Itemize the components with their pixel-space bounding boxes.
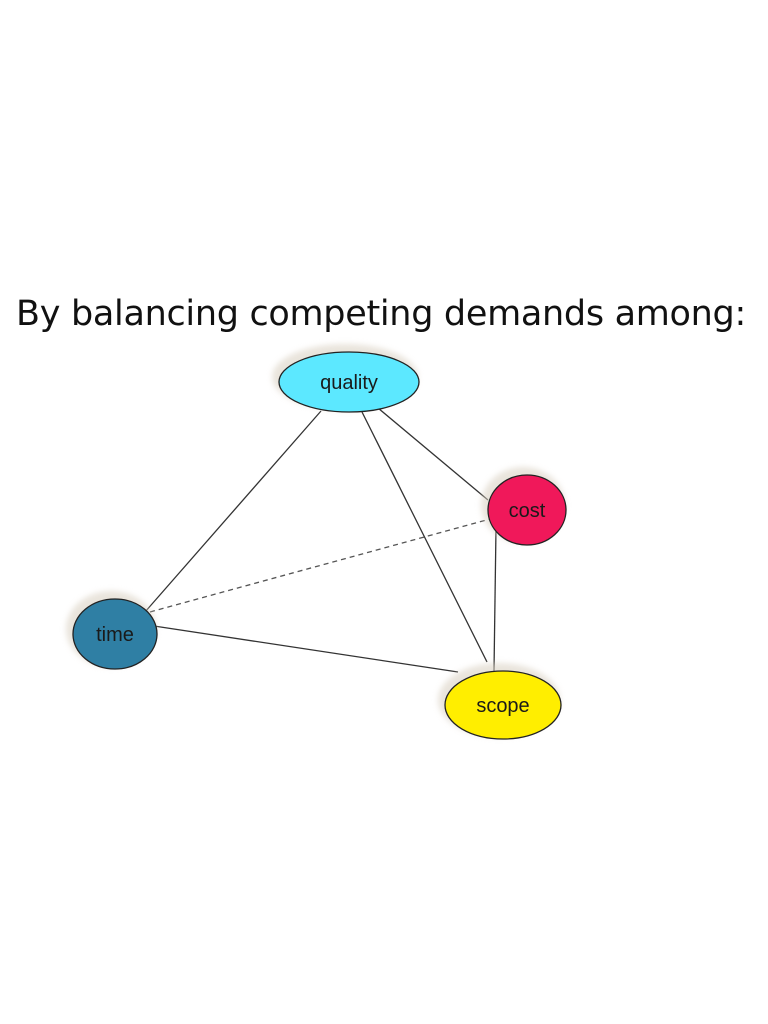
node-time: time (66, 591, 158, 670)
node-quality-ellipse (278, 351, 420, 413)
slide-title: By balancing competing demands among: (16, 294, 746, 334)
edge-quality-scope (361, 411, 488, 663)
node-time-label: time (96, 624, 134, 646)
node-cost: cost (481, 467, 567, 546)
node-time-ellipse (72, 598, 158, 670)
edge-quality-cost (377, 407, 489, 501)
node-scope-ellipse (444, 670, 562, 740)
node-scope-label: scope (476, 695, 529, 717)
edges-layer (144, 407, 497, 673)
edge-time-cost (149, 518, 491, 613)
edge-quality-time (144, 410, 322, 613)
node-quality: quality (272, 344, 420, 413)
node-cost-ellipse (487, 474, 567, 546)
node-quality-label: quality (320, 372, 378, 394)
edge-cost-scope (493, 527, 497, 672)
node-scope: scope (438, 663, 562, 740)
node-cost-label: cost (509, 500, 546, 522)
edge-time-scope (153, 625, 459, 673)
nodes-layer: quality cost time scope (66, 344, 567, 740)
